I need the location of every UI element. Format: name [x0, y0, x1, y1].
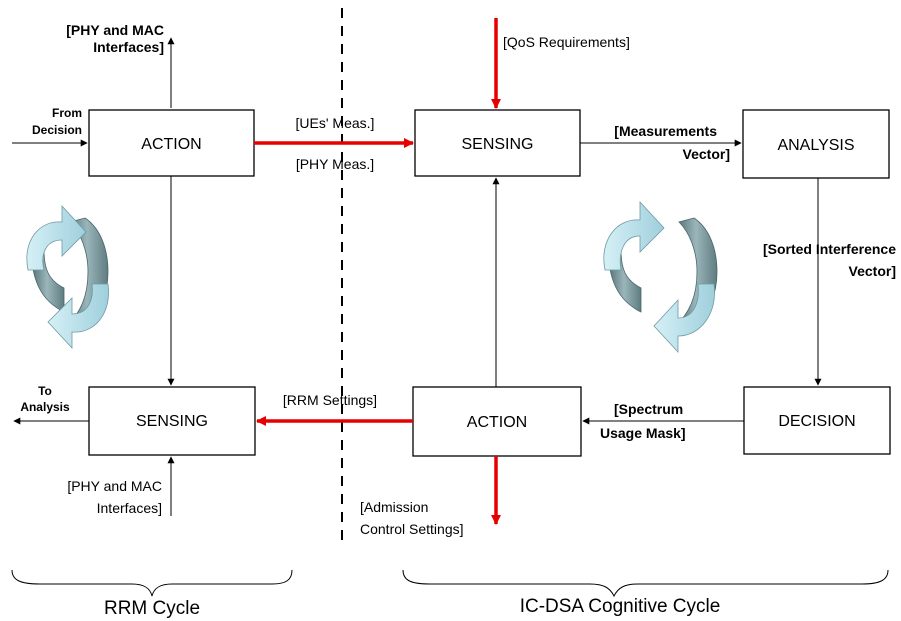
svg-text:Analysis: Analysis [20, 400, 70, 414]
svg-text:Interfaces]: Interfaces] [93, 39, 164, 55]
label-ues-meas: [UEs' Meas.] [296, 115, 375, 131]
rrm-action-label: ACTION [141, 136, 201, 153]
svg-text:Vector]: Vector] [849, 263, 896, 279]
svg-text:[Measurements: [Measurements [614, 123, 717, 139]
svg-text:From: From [52, 106, 82, 120]
svg-text:[PHY and MAC: [PHY and MAC [67, 478, 162, 494]
label-admission-control-settings: [Admission Control Settings] [360, 499, 464, 537]
label-sorted-interference-vector: [Sorted Interference Vector] [763, 241, 896, 279]
caption-rrm-cycle: RRM Cycle [104, 598, 200, 619]
svg-text:To: To [38, 384, 52, 398]
rrm-sensing-label: SENSING [136, 413, 208, 430]
ic-dsa-cycle-brace [402, 569, 889, 598]
label-phy-mac-bottom: [PHY and MAC Interfaces] [67, 478, 162, 516]
decision-box: DECISION [743, 386, 891, 455]
label-qos-requirements: [QoS Requirements] [503, 34, 630, 50]
rrm-cycle-brace [11, 569, 293, 597]
label-phy-mac-top: [PHY and MAC Interfaces] [66, 22, 164, 55]
label-measurements-vector: [Measurements Vector] [614, 123, 730, 162]
ic-sensing-box: SENSING [414, 109, 581, 177]
ic-action-box: ACTION [412, 386, 582, 457]
ic-action-label: ACTION [467, 414, 527, 431]
ic-dsa-cycle-icon [603, 200, 718, 354]
svg-text:[Admission: [Admission [360, 499, 428, 515]
analysis-label: ANALYSIS [777, 137, 854, 154]
caption-ic-dsa-cycle: IC-DSA Cognitive Cycle [520, 596, 721, 617]
svg-text:[Spectrum: [Spectrum [614, 401, 683, 417]
svg-text:Vector]: Vector] [683, 146, 730, 162]
svg-text:Decision: Decision [32, 123, 82, 137]
svg-text:[PHY and MAC: [PHY and MAC [66, 22, 164, 38]
rrm-sensing-box: SENSING [88, 386, 256, 456]
svg-text:Usage Mask]: Usage Mask] [600, 425, 686, 441]
decision-label: DECISION [778, 413, 855, 430]
svg-text:[Sorted Interference: [Sorted Interference [763, 241, 896, 257]
ic-sensing-label: SENSING [461, 136, 533, 153]
analysis-box: ANALYSIS [742, 109, 890, 179]
label-phy-meas: [PHY Meas.] [296, 156, 374, 172]
label-rrm-settings: [RRM Settings] [283, 392, 377, 408]
svg-text:Control Settings]: Control Settings] [360, 521, 464, 537]
rrm-cycle-icon [26, 204, 109, 350]
label-spectrum-usage-mask: [Spectrum Usage Mask] [600, 401, 686, 441]
label-to-analysis: To Analysis [20, 384, 70, 414]
label-from-decision: From Decision [32, 106, 82, 137]
rrm-action-box: ACTION [88, 109, 255, 177]
svg-text:Interfaces]: Interfaces] [97, 500, 162, 516]
